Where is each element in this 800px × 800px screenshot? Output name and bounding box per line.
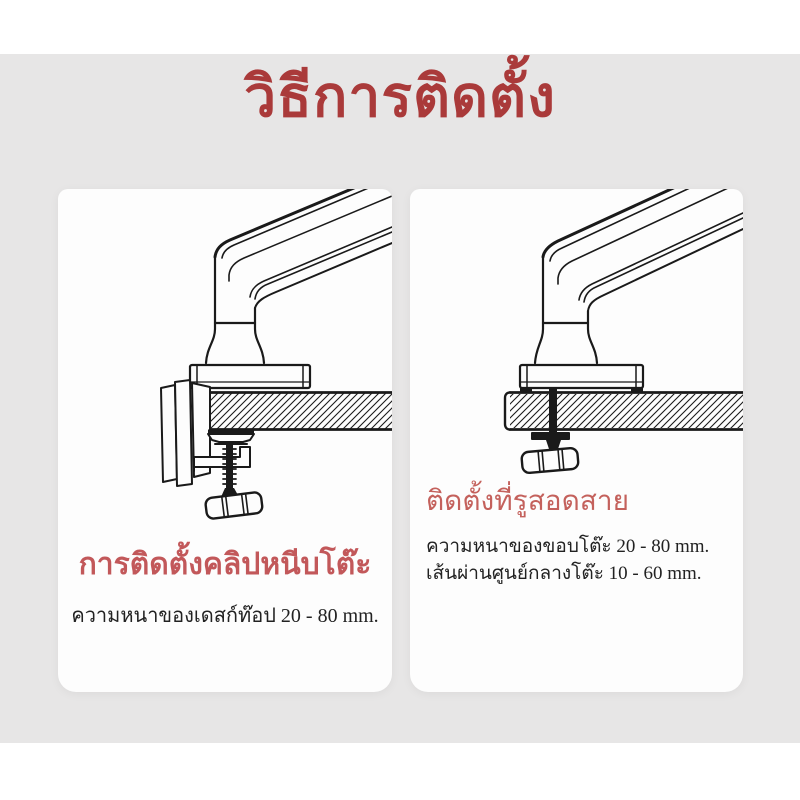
- clamp-install-panel: การติดตั้งคลิปหนีบโต๊ะ ความหนาของเดสก์ท๊…: [58, 189, 392, 692]
- page-title: วิธีการติดตั้ง: [244, 66, 556, 129]
- grommet-install-panel: ติดตั้งที่รูสอดสาย ความหนาของขอบโต๊ะ 20 …: [410, 189, 743, 692]
- grommet-mount-diagram: [503, 189, 743, 475]
- grommet-install-heading: ติดตั้งที่รูสอดสาย: [426, 485, 630, 516]
- clamp-mount-diagram: [160, 189, 392, 520]
- clamp-install-heading: การติดตั้งคลิปหนีบโต๊ะ: [78, 548, 372, 581]
- clamp-thickness-spec: ความหนาของเดสก์ท๊อป 20 - 80 mm.: [71, 605, 379, 627]
- grommet-edge-thickness-spec: ความหนาของขอบโต๊ะ 20 - 80 mm.: [426, 536, 710, 557]
- grommet-hole-diameter-spec: เส้นผ่านศูนย์กลางโต๊ะ 10 - 60 mm.: [426, 563, 702, 584]
